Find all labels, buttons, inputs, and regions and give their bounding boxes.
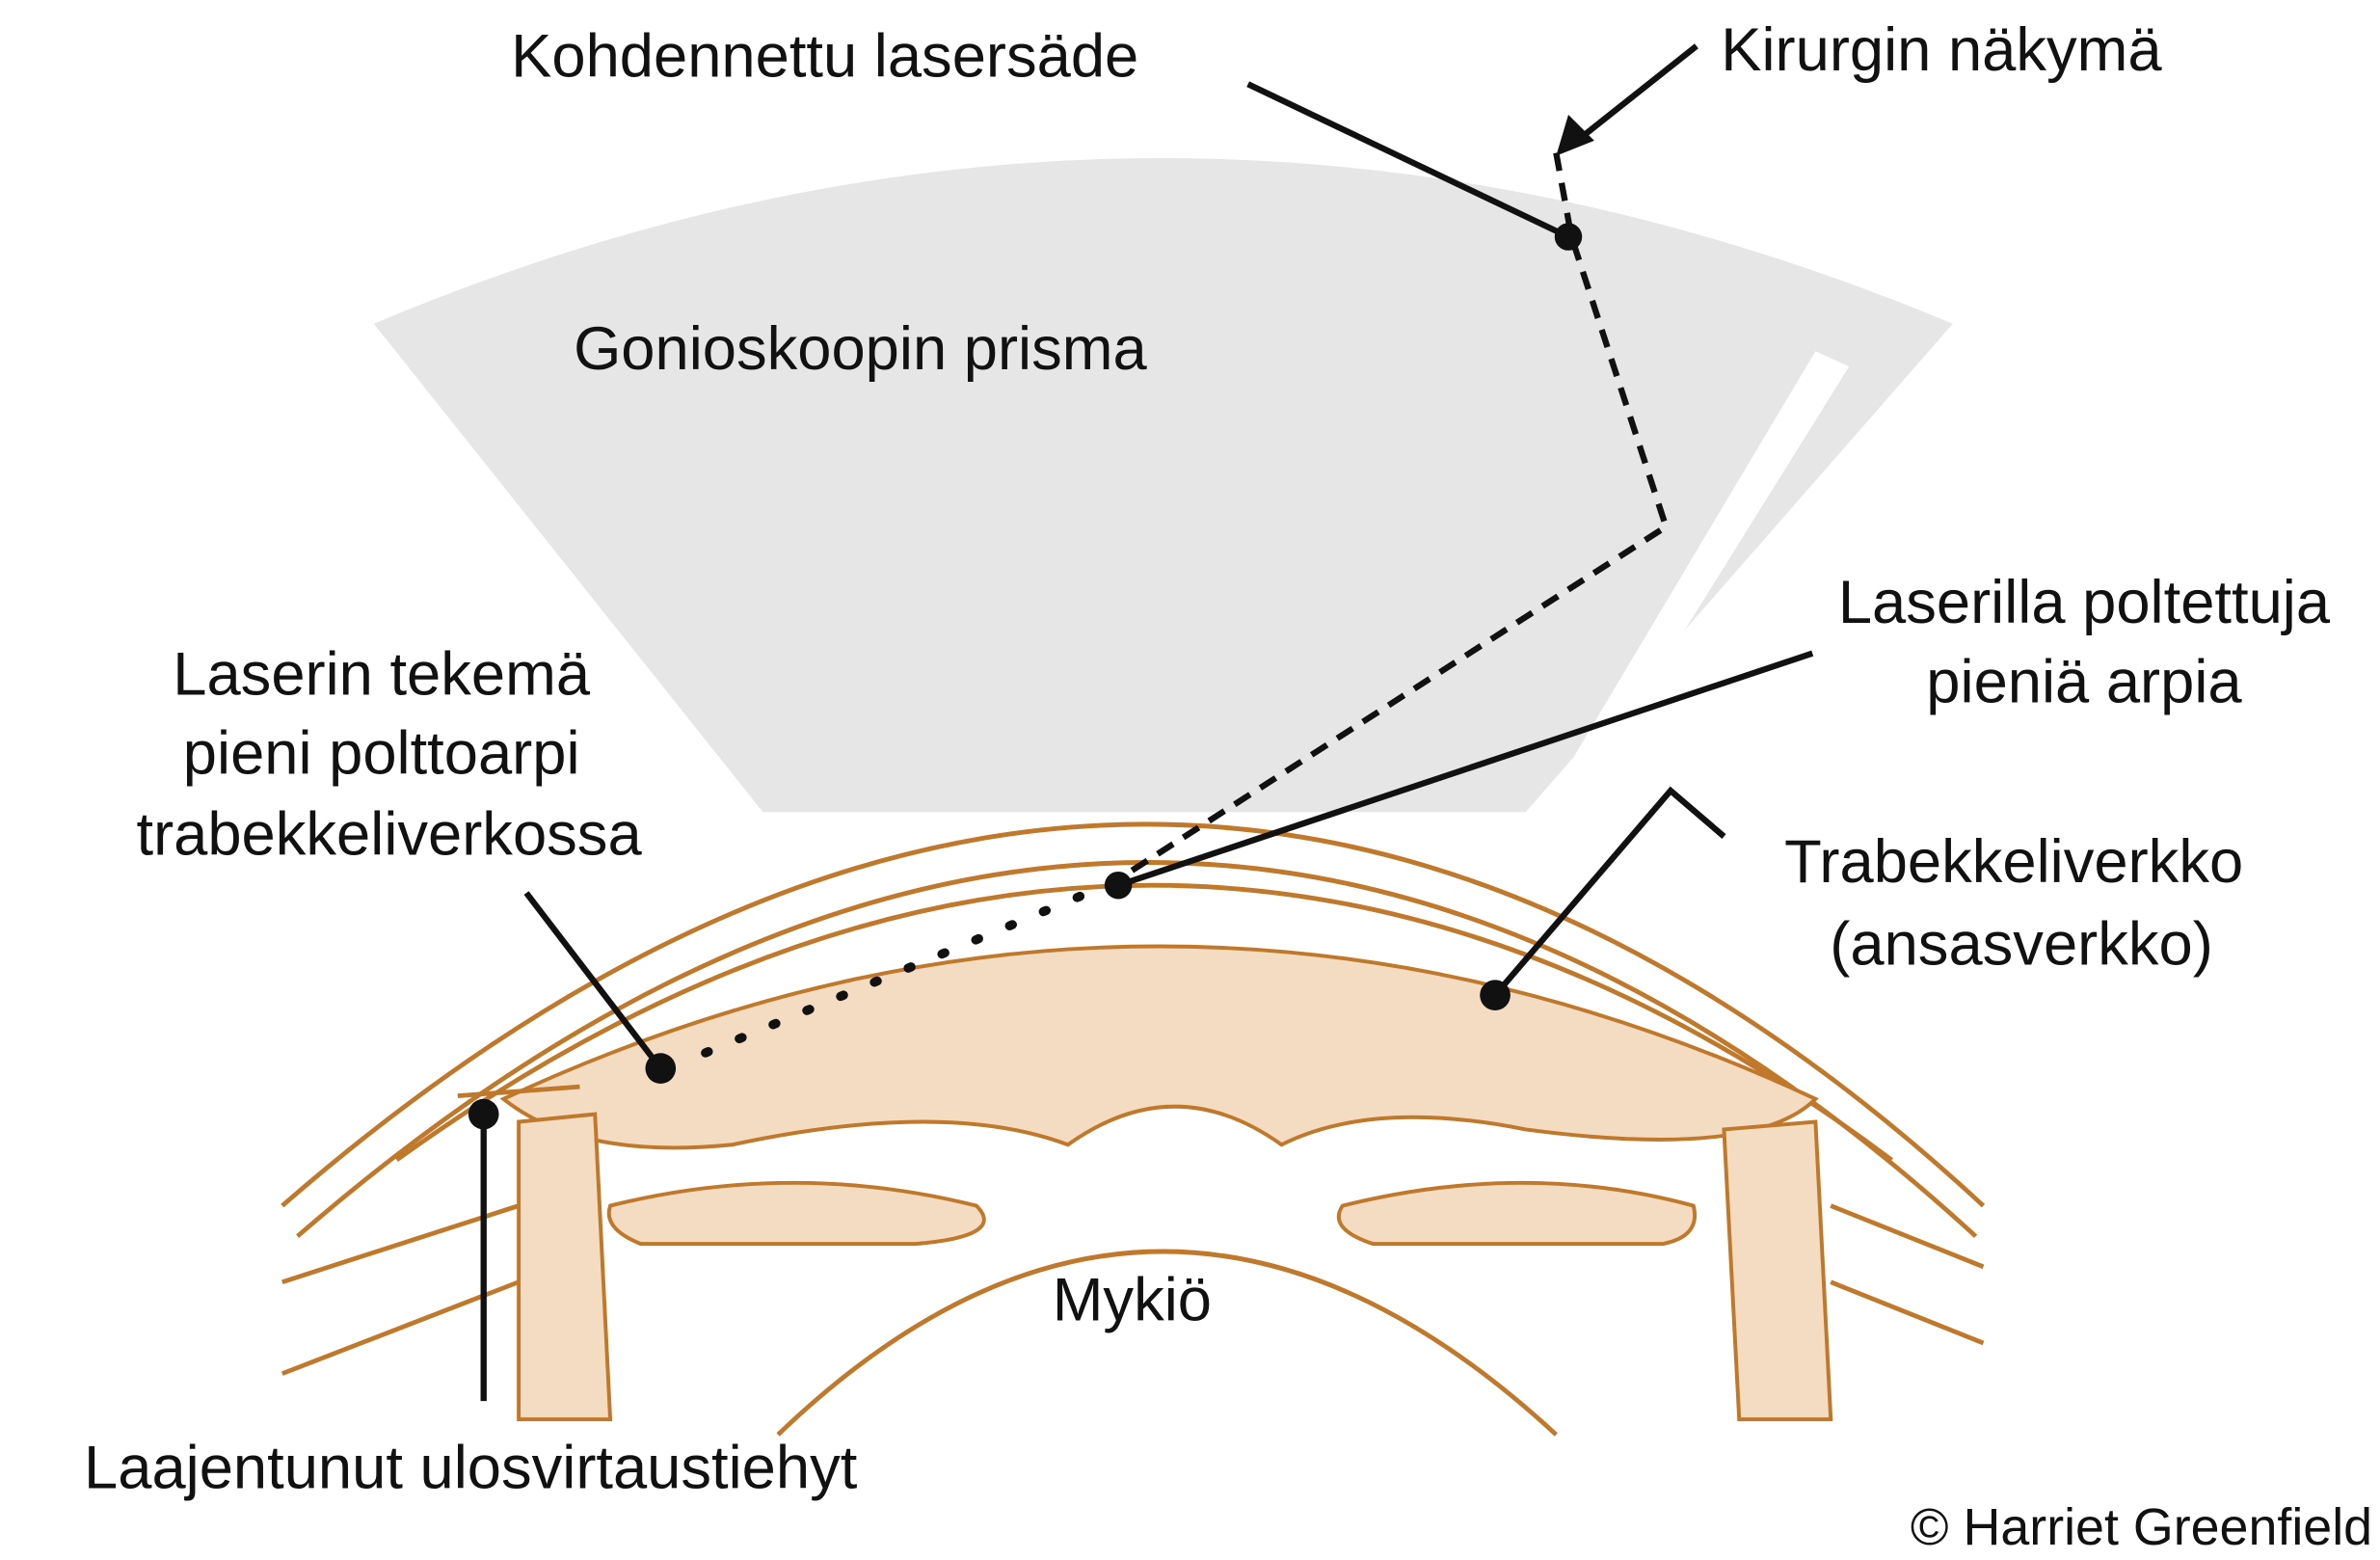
laser-beam-path xyxy=(1111,151,1671,885)
label-prism: Gonioskoopin prisma xyxy=(574,315,1147,383)
label-laser-scar: Laserin tekemä xyxy=(173,640,591,708)
label-burn-scars-2: pieniä arpia xyxy=(1926,648,2242,715)
label-trabecular: Trabekkeliverkko xyxy=(1784,828,2243,896)
label-laser-beam: Kohdennettu lasersäde xyxy=(511,22,1138,90)
prism-mirror-strip xyxy=(1540,351,1850,813)
label-burn-scars: Laserilla poltettuja xyxy=(1838,569,2331,636)
laser-beam-dot xyxy=(1554,223,1583,251)
arrowhead-icon xyxy=(1556,114,1594,156)
label-lens: Mykiö xyxy=(1053,1266,1212,1333)
label-laser-scar-3: trabekkeliverkossa xyxy=(136,801,642,869)
label-outflow: Laajentunut ulosvirtaustiehyt xyxy=(84,1434,858,1501)
label-trabecular-2: (ansasverkko) xyxy=(1830,911,2213,979)
label-surgeon-view: Kirurgin näkymä xyxy=(1721,16,2162,84)
copyright: © Harriet Greenfield xyxy=(1911,1498,2372,1556)
laser-dotted-path xyxy=(682,877,1119,1065)
gonioscope-prism xyxy=(373,158,1953,813)
eye-anatomy xyxy=(281,821,1986,1437)
label-laser-scar-2: pieni polttoarpi xyxy=(183,720,580,788)
